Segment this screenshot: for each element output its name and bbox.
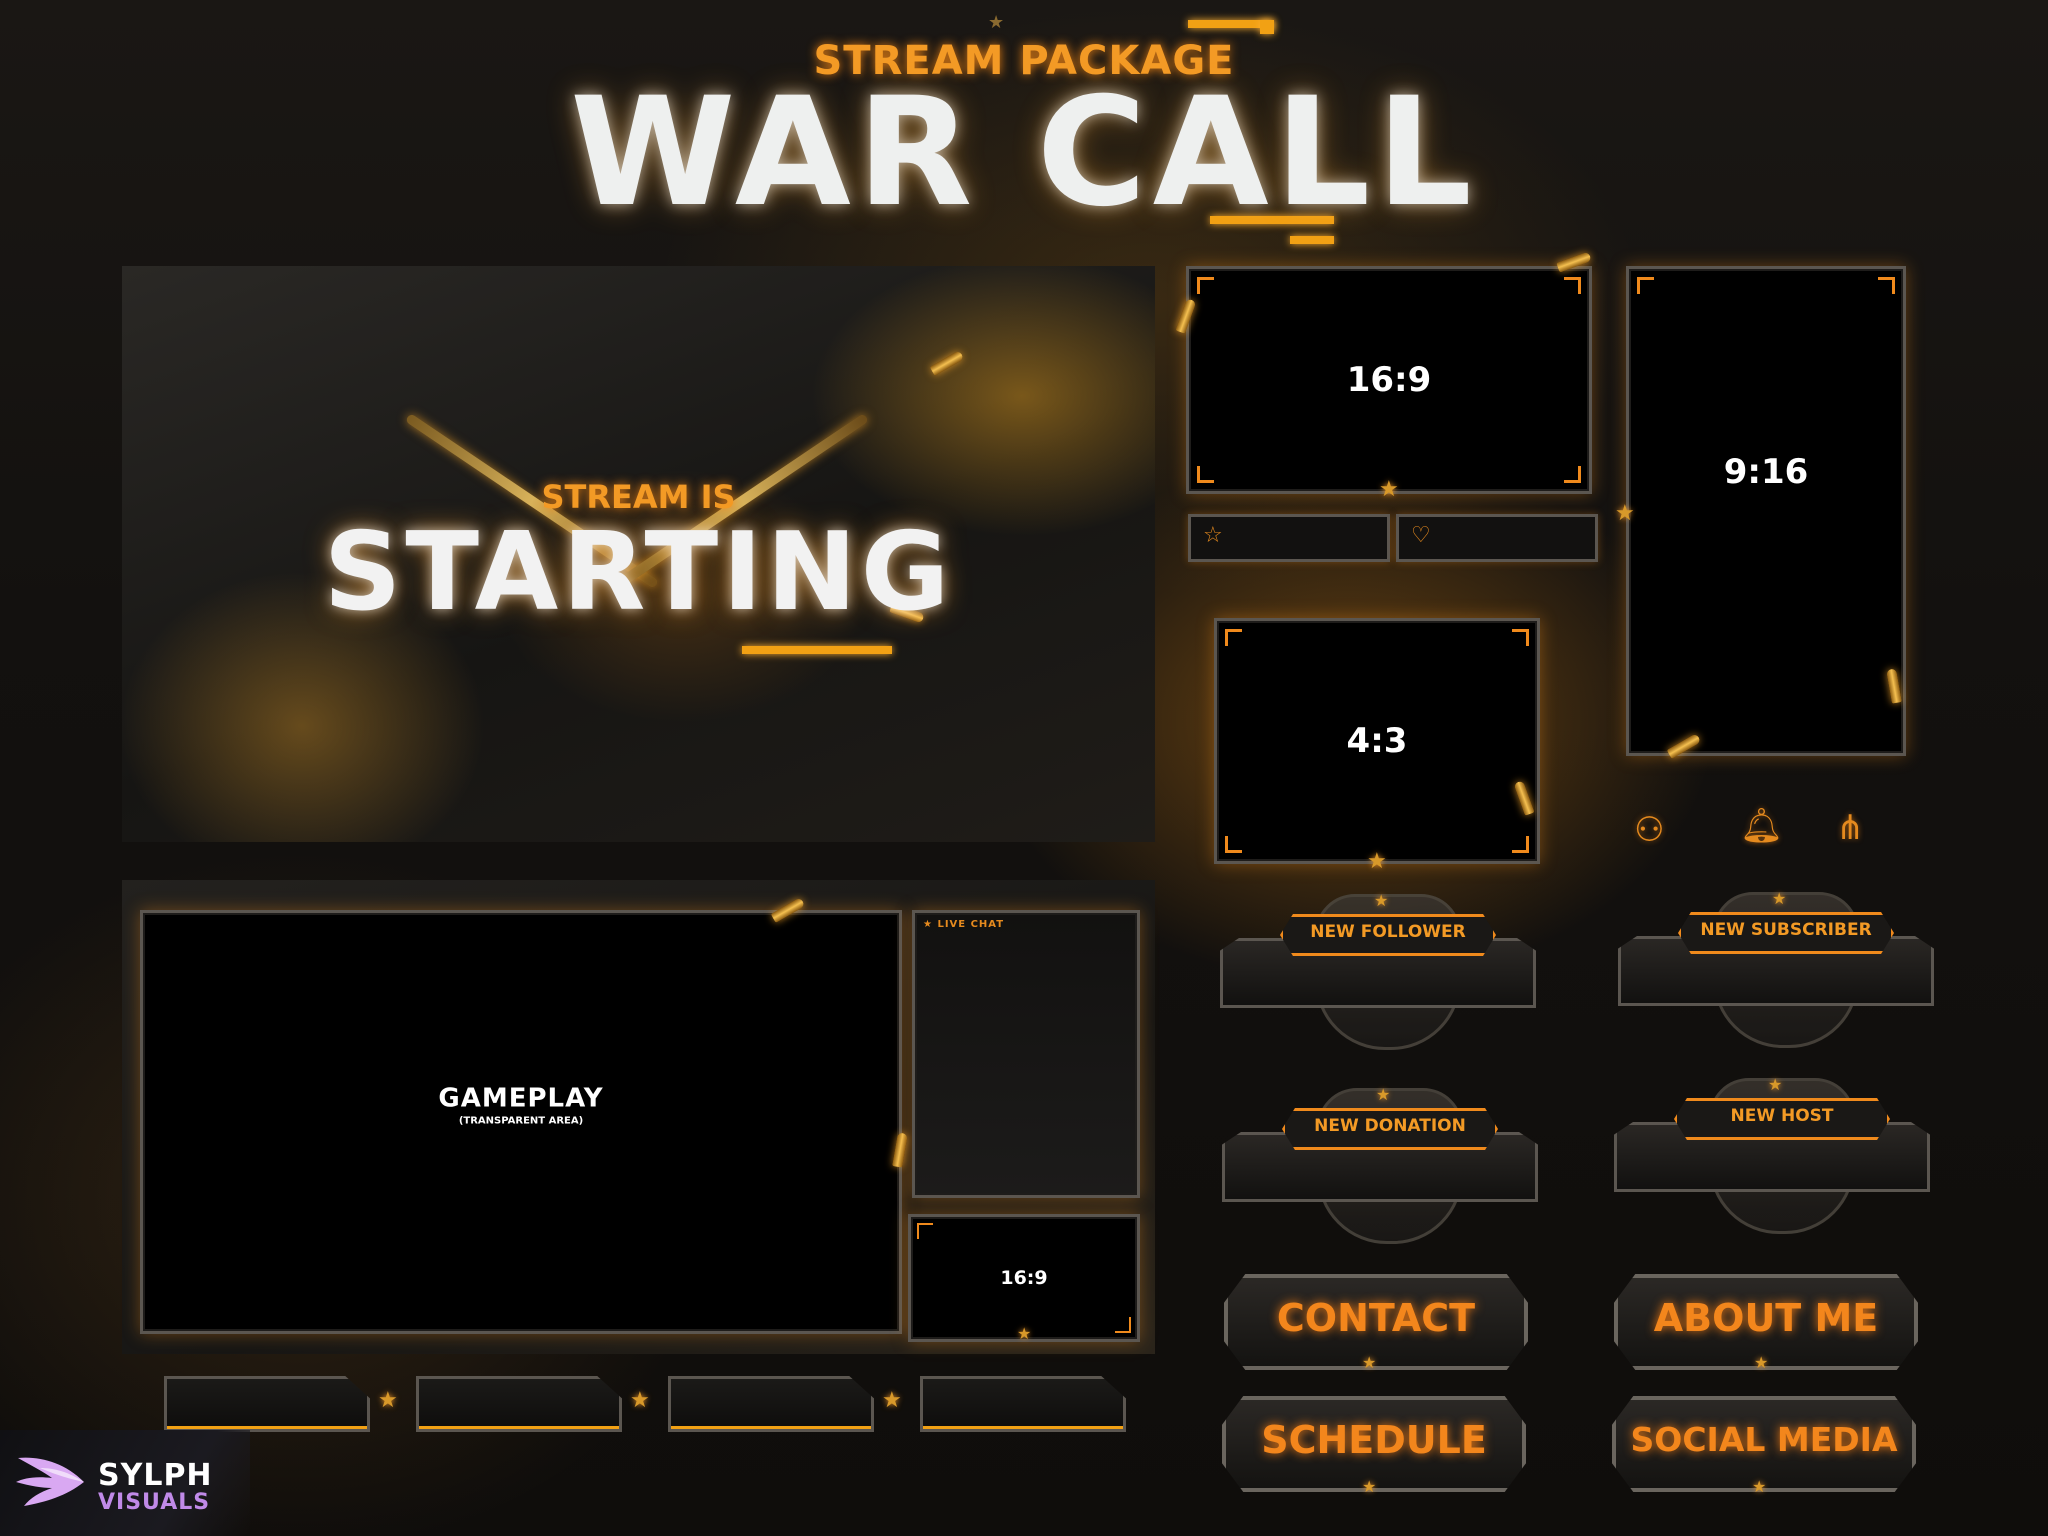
orange-glitch-bar: [742, 646, 892, 654]
bullet-decoration: [1666, 733, 1702, 759]
brand-name-top: SYLPH: [98, 1458, 213, 1493]
alert-label: NEW SUBSCRIBER: [1700, 920, 1872, 940]
gameplay-area: GAMEPLAY (TRANSPARENT AREA): [140, 897, 908, 1334]
webcam-bar-right: ♡: [1396, 514, 1598, 562]
webcam-small-label: 16:9: [1000, 1267, 1048, 1289]
alert-new-donation: NEW DONATION ★: [1222, 1085, 1552, 1244]
info-bar: [668, 1376, 874, 1432]
starting-title: STARTING: [323, 510, 954, 635]
chat-label: LIVE CHAT: [937, 919, 1005, 930]
star-icon: ★: [988, 12, 1005, 33]
star-icon: ★: [882, 1388, 902, 1413]
alert-new-host: NEW HOST ★: [1614, 1075, 1944, 1234]
wing-icon: [16, 1457, 84, 1506]
webcam-frame-9-16: 9:16 ★: [1615, 266, 1906, 759]
alert-label: NEW FOLLOWER: [1310, 922, 1466, 942]
star-icon: ★: [1772, 889, 1787, 908]
star-icon: ★: [1615, 501, 1635, 526]
star-icon: ★: [378, 1388, 398, 1413]
alert-new-follower: NEW FOLLOWER ★: [1220, 891, 1550, 1050]
gameplay-label: GAMEPLAY: [438, 1083, 604, 1114]
share-icon: ⋔: [1836, 808, 1865, 848]
brand-name-bottom: VISUALS: [98, 1490, 211, 1515]
webcam-frame-4-3: 4:3 ★: [1214, 618, 1540, 873]
alert-label: NEW DONATION: [1314, 1116, 1466, 1136]
header-title: WAR CALL: [570, 66, 1478, 240]
about-me-panel-button[interactable]: ABOUT ME: [1614, 1274, 1918, 1370]
bullet-decoration: [1513, 780, 1535, 816]
webcam-frame-small: 16:9 ★: [908, 1214, 1140, 1343]
bullet-decoration: [1556, 251, 1592, 273]
schedule-panel-button[interactable]: SCHEDULE: [1222, 1396, 1526, 1492]
header-subtitle: STREAM PACKAGE: [813, 38, 1235, 84]
contact-panel-button[interactable]: CONTACT: [1224, 1274, 1528, 1370]
bullet-decoration: [892, 1132, 908, 1168]
social-media-panel-button[interactable]: SOCIAL MEDIA: [1612, 1396, 1916, 1492]
star-icon: ★: [1374, 891, 1389, 910]
star-icon: ★: [1362, 1477, 1377, 1496]
starting-subtitle: STREAM IS: [541, 478, 736, 516]
webcam-9-16-label: 9:16: [1723, 452, 1809, 493]
webcam-4-3-label: 4:3: [1346, 721, 1408, 761]
gameplay-sublabel: (TRANSPARENT AREA): [458, 1115, 584, 1127]
info-bar: [164, 1376, 370, 1432]
bullet-decoration: [1175, 298, 1197, 334]
bell-icon: 🔔︎: [1740, 806, 1784, 846]
info-bar: [920, 1376, 1126, 1432]
gameplay-overlay-preview: GAMEPLAY (TRANSPARENT AREA) ★ LIVE CHAT …: [122, 880, 1155, 1354]
webcam-bar-left: ☆: [1188, 514, 1390, 562]
chat-box: ★ LIVE CHAT: [912, 910, 1140, 1198]
bullet-decoration: [770, 897, 806, 923]
star-icon: ★: [1017, 1324, 1032, 1343]
star-icon: ★: [923, 919, 938, 930]
star-icon: ☆: [1203, 523, 1223, 548]
bullet-decoration: [929, 350, 965, 376]
chat-header: ★ LIVE CHAT: [923, 919, 1004, 930]
star-icon: ★: [1367, 849, 1387, 874]
alert-label: NEW HOST: [1730, 1106, 1834, 1126]
alert-new-subscriber: NEW SUBSCRIBER ★: [1618, 889, 1948, 1048]
bullet-decoration: [1886, 668, 1902, 704]
star-icon: ★: [630, 1388, 650, 1413]
star-icon: ★: [1768, 1075, 1783, 1094]
users-icon: ⚇: [1634, 810, 1665, 850]
webcam-frame-16-9: 16:9 ★: [1175, 251, 1592, 501]
webcam-16-9-label: 16:9: [1346, 360, 1432, 400]
info-bar: [416, 1376, 622, 1432]
star-icon: ★: [1379, 477, 1399, 502]
heart-icon: ♡: [1411, 523, 1431, 548]
star-icon: ★: [1376, 1085, 1391, 1104]
star-icon: ★: [1752, 1477, 1767, 1496]
star-icon: ★: [1754, 1353, 1769, 1372]
starting-screen-preview: STREAM IS STARTING: [122, 266, 1155, 842]
star-icon: ★: [1362, 1353, 1377, 1372]
